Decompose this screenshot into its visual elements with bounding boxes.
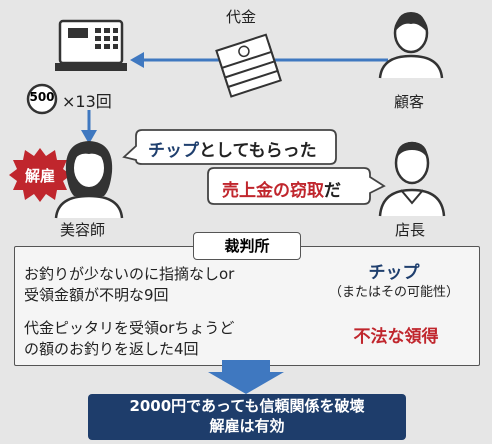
conclusion-line2: 解雇は有効	[209, 417, 285, 435]
row1-verdict-note: （またはその可能性）	[328, 285, 459, 300]
result-arrow-icon	[208, 360, 284, 394]
customer-icon	[378, 12, 444, 79]
conclusion-line1: 2000円であっても信頼関係を破壊	[129, 397, 365, 415]
customer-label: 顧客	[394, 93, 425, 111]
row1-condition-line1: お釣りが少ないのに指摘なしor	[24, 265, 235, 283]
row2-condition-line1: 代金ピッタリを受領orちょうど	[24, 319, 235, 337]
court-title: 裁判所	[193, 232, 301, 260]
stylist-icon	[54, 141, 124, 219]
stylist-speech-bubble	[122, 129, 337, 165]
manager-speech-bubble	[207, 167, 386, 205]
dismissed-badge	[9, 148, 71, 202]
payment-label: 代金	[226, 8, 257, 26]
coin-icon	[26, 83, 58, 115]
conclusion-box: 2000円であっても信頼関係を破壊 解雇は有効	[88, 394, 406, 440]
down-arrow	[81, 110, 97, 144]
stylist-bubble-rest: としてもらった	[199, 141, 317, 161]
row2-condition: 代金ピッタリを受領orちょうど の額のお釣りを返した4回	[24, 318, 234, 360]
court-panel	[14, 246, 480, 366]
row1-condition-line2: 受領金額が不明な9回	[24, 286, 169, 304]
coin-count: ×13回	[62, 92, 112, 111]
row1-verdict-main: チップ	[368, 263, 420, 283]
dismissed-badge-label: 解雇	[24, 167, 55, 185]
manager-bubble-strong: 売上金の窃取	[222, 181, 324, 201]
manager-icon	[378, 141, 446, 217]
manager-bubble-rest: だ	[324, 181, 341, 201]
manager-label: 店長	[395, 221, 426, 239]
coin-value: 500	[29, 90, 55, 104]
stylist-bubble-strong: チップ	[148, 141, 199, 161]
cash-register-icon	[55, 19, 127, 71]
row2-verdict: 不法な領得	[353, 327, 439, 347]
row2-condition-line2: の額のお釣りを返した4回	[24, 340, 199, 358]
stylist-label: 美容師	[60, 221, 106, 239]
manager-bubble-text: 売上金の窃取だ	[222, 176, 341, 201]
row1-verdict: チップ （またはその可能性）	[318, 262, 470, 302]
stylist-bubble-text: チップとしてもらった	[148, 136, 317, 161]
banknotes-icon	[215, 33, 282, 98]
row1-condition: お釣りが少ないのに指摘なしor 受領金額が不明な9回	[24, 264, 234, 306]
